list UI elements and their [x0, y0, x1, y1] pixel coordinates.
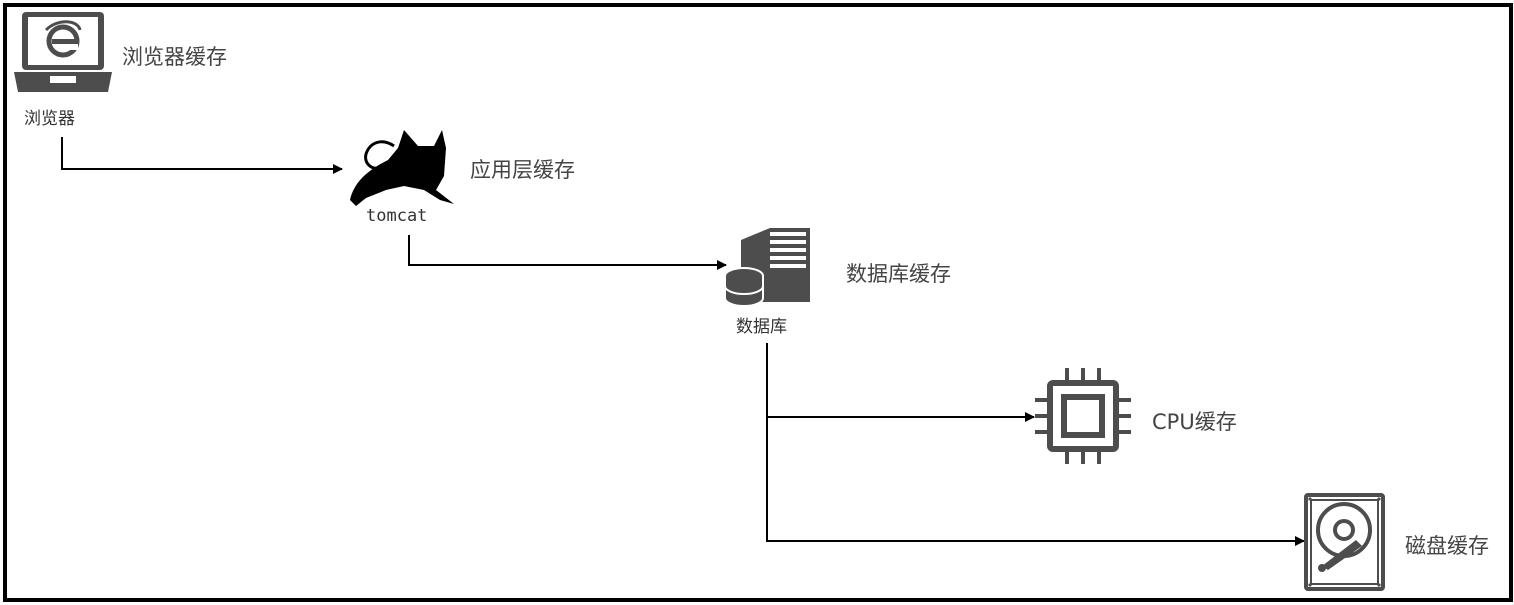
- tomcat-cat-icon: [350, 130, 454, 206]
- diagram-frame: [3, 3, 1513, 602]
- disk-cache-label: 磁盘缓存: [1405, 534, 1489, 558]
- tomcat-cache-label: 应用层缓存: [470, 158, 575, 182]
- laptop-ie-icon: [14, 12, 112, 92]
- connector-database-cpu: [766, 343, 1035, 422]
- server-database-icon: [724, 228, 810, 307]
- browser-label: 浏览器: [24, 109, 75, 129]
- tomcat-label: tomcat: [366, 206, 428, 226]
- database-cache-label: 数据库缓存: [846, 262, 951, 286]
- cpu-cache-label: CPU缓存: [1152, 410, 1237, 434]
- browser-cache-label: 浏览器缓存: [122, 45, 227, 69]
- hard-disk-icon: [1304, 493, 1385, 591]
- cpu-chip-icon: [1035, 368, 1131, 464]
- connector-tomcat-database: [408, 235, 727, 270]
- database-label: 数据库: [736, 317, 787, 337]
- connector-browser-tomcat: [61, 137, 343, 174]
- connector-database-disk: [766, 417, 1305, 546]
